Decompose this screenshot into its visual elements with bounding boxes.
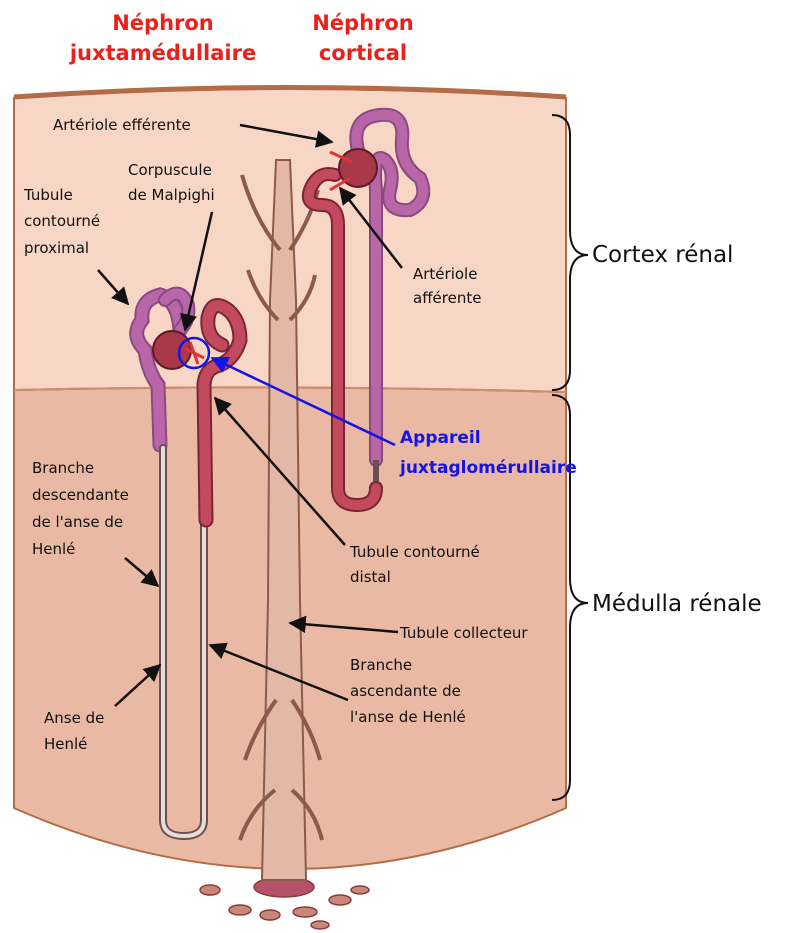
zone-label-cortex: Cortex rénal (592, 242, 733, 268)
label-tubule-collecteur: Tubule collecteur (399, 624, 528, 642)
label-branche-ascendante-line1: Branche (350, 656, 412, 674)
label-anse-line1: Anse de (44, 709, 104, 727)
label-branche-ascendante-line2: ascendante de (350, 682, 461, 700)
zone-label-medulla: Médulla rénale (592, 591, 762, 617)
label-tubule-proximal-line1: Tubule (23, 186, 73, 204)
label-tubule-proximal-line3: proximal (24, 239, 89, 257)
label-tubule-proximal-line2: contourné (24, 212, 100, 230)
title-juxtamedullary-line1: Néphron (112, 11, 214, 35)
label-corpuscule-line2: de Malpighi (128, 186, 215, 204)
title-cortical-line2: cortical (319, 41, 407, 65)
label-branche-ascendante-line3: l'anse de Henlé (350, 708, 466, 726)
label-arteriole-efferente: Artériole efférente (53, 116, 191, 134)
label-appareil-line1: Appareil (400, 428, 481, 448)
label-arteriole-afferente-line1: Artériole (413, 265, 477, 283)
label-appareil-line2: juxtaglomérullaire (399, 458, 577, 478)
label-branche-descendante-line3: de l'anse de (32, 513, 123, 531)
label-tubule-distal-line2: distal (350, 568, 391, 586)
label-branche-descendante-line4: Henlé (32, 540, 75, 558)
label-corpuscule-line1: Corpuscule (128, 161, 212, 179)
label-branche-descendante-line1: Branche (32, 459, 94, 477)
label-anse-line2: Henlé (44, 735, 87, 753)
title-juxtamedullary-line2: juxtamédullaire (69, 41, 256, 65)
label-arteriole-afferente-line2: afférente (413, 289, 481, 307)
title-cortical-line1: Néphron (312, 11, 414, 35)
papilla-openings (200, 877, 369, 929)
label-tubule-distal-line1: Tubule contourné (349, 543, 480, 561)
label-branche-descendante-line2: descendante (32, 486, 129, 504)
